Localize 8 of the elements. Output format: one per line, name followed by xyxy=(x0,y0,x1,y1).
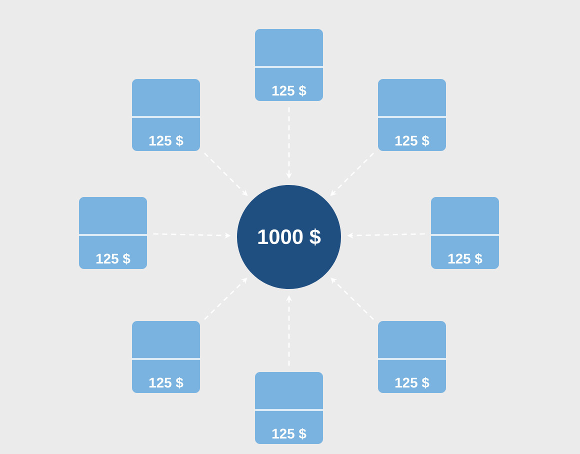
amount-card: 125 $ xyxy=(254,372,324,444)
amount-card: 125 $ xyxy=(430,197,500,269)
amount-card: 125 $ xyxy=(378,79,446,151)
amount-card: 125 $ xyxy=(132,321,200,393)
amount-card: 125 $ xyxy=(378,321,446,393)
amount-card: 125 $ xyxy=(132,79,200,151)
amount-card: 125 $ xyxy=(78,197,148,269)
amount-card: 125 $ xyxy=(254,29,324,101)
